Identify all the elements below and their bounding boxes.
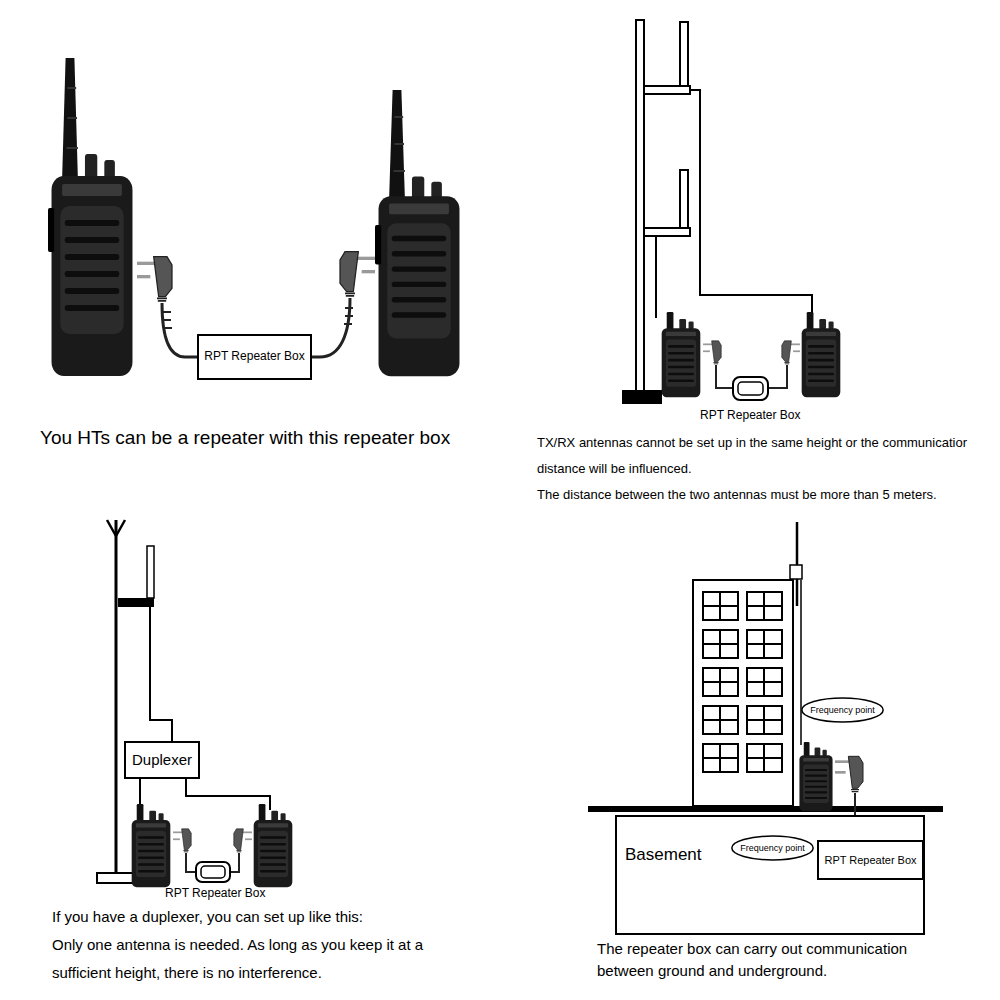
repeater-box: RPT Repeater Box — [197, 334, 312, 380]
note-text: TX/RX antennas cannot be set up in the s… — [537, 430, 995, 482]
note-text: You HTs can be a repeater with this repe… — [40, 426, 450, 450]
frequency-point-ellipse: Frequency point — [801, 697, 884, 723]
note-text: RPT Repeater Box — [700, 408, 801, 423]
basement-room: Basement Frequency pointRPT Repeater Box — [615, 815, 925, 935]
note-text: RPT Repeater Box — [165, 886, 266, 901]
node-text: RPT Repeater Box — [204, 350, 305, 364]
note-text: The repeater box can carry out communica… — [597, 938, 947, 982]
frequency-point-ellipse: Frequency point — [731, 835, 814, 861]
node-text: Frequency point — [810, 705, 875, 715]
node-text: Duplexer — [132, 751, 192, 768]
note-text: Only one antenna is needed. As long as y… — [52, 931, 477, 987]
note-text: The distance between the two antennas mu… — [537, 482, 995, 508]
repeater-box: RPT Repeater Box — [817, 840, 924, 880]
node-text: Basement — [625, 845, 702, 865]
note-text: If you have a duplexer, you can set up l… — [52, 904, 482, 930]
node-text: Frequency point — [740, 843, 805, 853]
node-text: RPT Repeater Box — [824, 854, 916, 867]
duplexer-box: Duplexer — [124, 741, 200, 779]
